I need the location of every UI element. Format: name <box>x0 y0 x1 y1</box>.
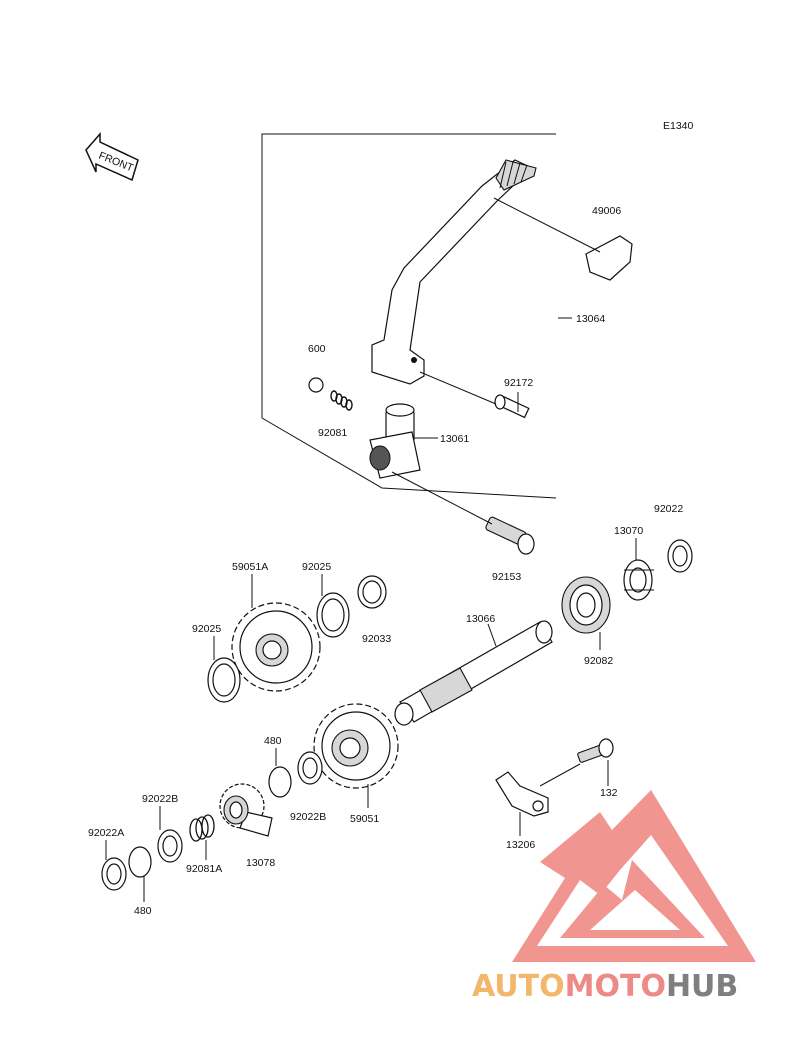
label-92153: 92153 <box>492 571 521 583</box>
collar-13070 <box>623 559 654 601</box>
guide-13206 <box>495 771 549 817</box>
label-92033: 92033 <box>362 633 391 645</box>
label-92172: 92172 <box>504 377 533 389</box>
idle-gear-59051 <box>313 703 399 789</box>
label-13066: 13066 <box>466 613 495 625</box>
watermark-moto: MOTO <box>565 969 666 1004</box>
bolt-92172 <box>494 394 530 419</box>
label-13064: 13064 <box>576 313 605 325</box>
pedal-rubber <box>585 235 633 281</box>
label-600: 600 <box>308 343 326 355</box>
kick-gear-59051A <box>231 602 321 692</box>
label-49006: 49006 <box>592 205 621 217</box>
label-13070: 13070 <box>614 525 643 537</box>
detent-spring <box>330 390 353 411</box>
spring-92081A <box>189 814 215 842</box>
label-59051A: 59051A <box>232 561 268 573</box>
svg-text:AUTOMOTOHUB: AUTOMOTOHUB <box>472 969 738 1004</box>
bolt-132 <box>577 738 614 763</box>
kick-shaft <box>394 620 553 726</box>
circlip-480-bottom <box>128 846 152 878</box>
kick-pedal-lever <box>371 159 537 385</box>
label-59051: 59051 <box>350 813 379 825</box>
label-13206: 13206 <box>506 839 535 851</box>
label-92022B-left: 92022B <box>142 793 178 805</box>
front-arrow-icon: FRONT <box>85 132 139 182</box>
label-13078: 13078 <box>246 857 275 869</box>
label-92025-top: 92025 <box>302 561 331 573</box>
label-132: 132 <box>600 787 618 799</box>
label-92081: 92081 <box>318 427 347 439</box>
label-92022-top: 92022 <box>654 503 683 515</box>
label-13061: 13061 <box>440 433 469 445</box>
label-92081A: 92081A <box>186 863 222 875</box>
label-92082: 92082 <box>584 655 613 667</box>
kick-spring <box>561 576 611 634</box>
circlip-480-mid <box>268 766 292 798</box>
label-92022B-mid: 92022B <box>290 811 326 823</box>
ratchet-13078 <box>219 783 273 837</box>
kick-boss <box>369 403 421 479</box>
group-bracket <box>261 133 557 499</box>
diagram-code: E1340 <box>663 120 694 132</box>
watermark-logo <box>512 790 756 962</box>
watermark-auto: AUTO <box>472 969 565 1004</box>
bolt-92153 <box>485 516 535 555</box>
steel-ball <box>308 377 324 393</box>
watermark-text: AUTOMOTOHUB <box>472 969 738 1004</box>
label-92022A: 92022A <box>88 827 124 839</box>
label-480-bottom: 480 <box>134 905 152 917</box>
label-480-mid: 480 <box>264 735 282 747</box>
watermark-hub: HUB <box>666 969 738 1004</box>
label-92025-left: 92025 <box>192 623 221 635</box>
